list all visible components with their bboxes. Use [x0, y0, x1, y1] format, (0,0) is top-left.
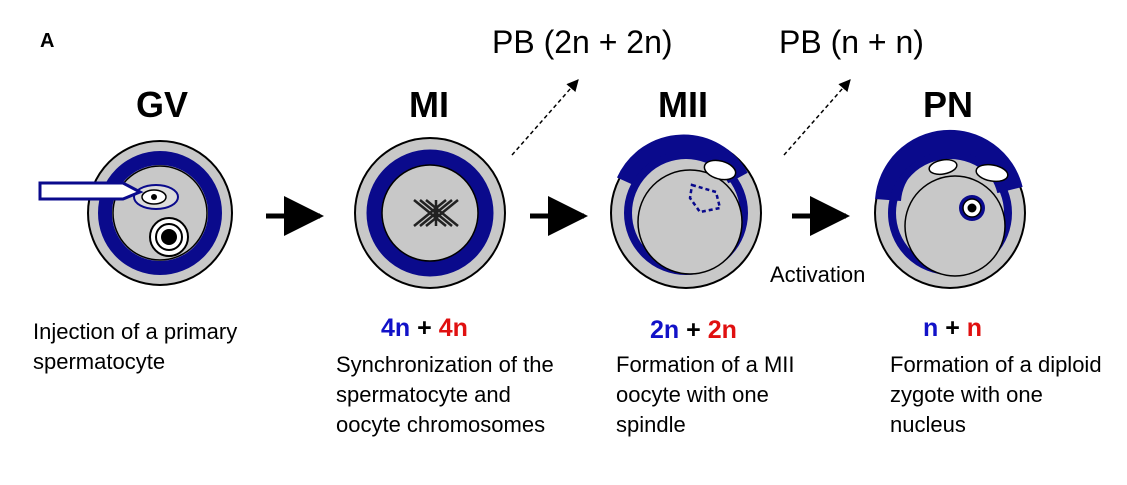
zygote-pn	[874, 129, 1026, 289]
ploidy-mii-maternal: 2n	[650, 316, 680, 344]
ploidy-pn: n + n	[923, 314, 982, 343]
ploidy-pn-paternal: n	[966, 314, 983, 342]
ploidy-mii-plus: +	[686, 316, 701, 344]
injection-pipette	[38, 181, 144, 201]
panel-letter: A	[40, 30, 55, 52]
polar-body-arrow-mii	[783, 79, 851, 156]
stage-label-pn: PN	[922, 84, 973, 125]
caption-gv: Injection of a primary spermatocyte	[33, 319, 238, 374]
ploidy-mi-maternal: 4n	[381, 314, 411, 342]
stage-label-mi: MI	[409, 84, 449, 125]
mi-chromosomes	[413, 199, 459, 227]
oocyte-mii	[610, 134, 762, 289]
activation-label: Activation	[770, 262, 866, 287]
ploidy-mi-paternal: 4n	[438, 314, 468, 342]
ploidy-mi: 4n + 4n	[381, 314, 468, 343]
polar-body-arrow-mi	[511, 79, 579, 156]
ploidy-pn-plus: +	[945, 314, 960, 342]
polar-body-label-mii: PB (n + n)	[779, 24, 924, 60]
pn-polar-body-2	[975, 163, 1009, 183]
caption-mii: Formation of a MII oocyte with one spind…	[616, 352, 795, 437]
pn-polar-body-1	[928, 158, 958, 176]
mii-spindle	[688, 183, 722, 214]
ploidy-pn-maternal: n	[923, 314, 939, 342]
ploidy-mii-paternal: 2n	[707, 316, 737, 344]
polar-body-label-mi: PB (2n + 2n)	[492, 24, 673, 60]
ploidy-mii: 2n + 2n	[650, 316, 737, 345]
germinal-vesicle	[149, 217, 189, 257]
injected-spermatocyte	[133, 184, 179, 210]
stage-label-mii: MII	[658, 84, 708, 125]
ploidy-mi-plus: +	[417, 314, 432, 342]
mii-polar-body	[703, 159, 737, 181]
oocyte-gv	[38, 140, 233, 286]
stage-label-gv: GV	[135, 84, 188, 125]
oocyte-mi	[354, 137, 506, 289]
caption-mi: Synchronization of the spermatocyte and …	[336, 352, 554, 437]
caption-pn: Formation of a diploid zygote with one n…	[890, 352, 1102, 437]
pn-nucleus	[959, 195, 985, 221]
